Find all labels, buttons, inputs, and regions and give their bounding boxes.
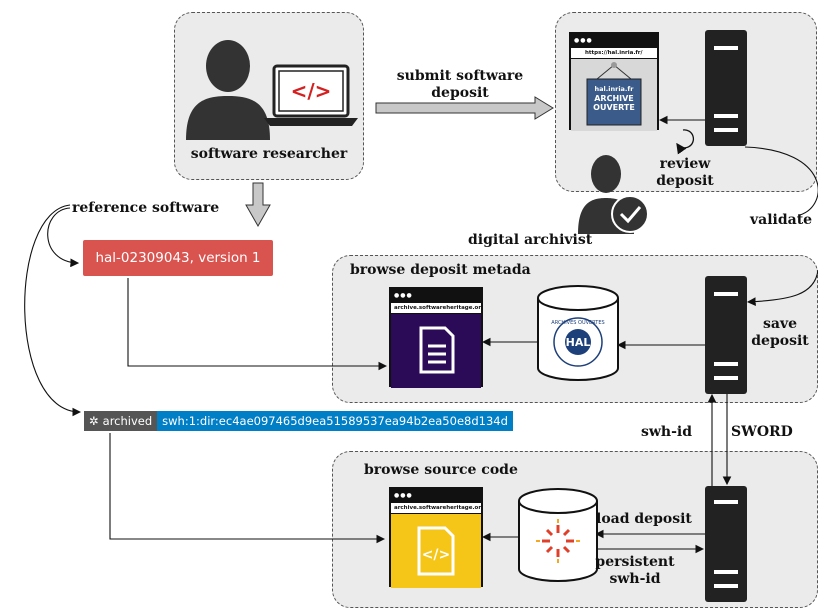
swh-id-label: swh-id <box>641 424 693 440</box>
metadata-browser-url: archive.softwareheritage.org <box>391 303 481 314</box>
reference-curve-hal <box>47 207 80 268</box>
hal-url: https://hal.inria.fr/ <box>571 48 657 59</box>
svg-text:ARCHIVE: ARCHIVE <box>594 94 634 103</box>
swh-badge-left: ✲ archived <box>84 411 158 431</box>
persistent-swh-id-label: persistent swh-id <box>595 554 675 587</box>
source-browser-window: ●●● archive.softwareheritage.org </> <box>389 487 483 588</box>
laptop-code-icon: </> <box>264 64 358 126</box>
software-researcher-label: software researcher <box>190 146 348 162</box>
load-deposit-label: load deposit <box>596 511 692 527</box>
gear-icon: ✲ <box>89 414 99 428</box>
svg-text:</>: </> <box>291 79 332 103</box>
svg-text:</>: </> <box>422 547 451 563</box>
hal-archive-sign: hal.inria.fr ARCHIVE OUVERTE <box>571 59 657 131</box>
reference-software-label: reference software <box>72 200 220 216</box>
svg-text:hal.inria.fr: hal.inria.fr <box>595 85 635 93</box>
hal-server-icon <box>705 30 747 146</box>
researcher-person-icon <box>186 40 270 140</box>
svg-text:ARCHIVES OUVERTES: ARCHIVES OUVERTES <box>551 320 604 326</box>
digital-archivist-label: digital archivist <box>468 232 593 248</box>
review-deposit-label: review deposit <box>656 156 714 189</box>
svg-text:OUVERTE: OUVERTE <box>593 103 635 112</box>
metadata-browser-window: ●●● archive.softwareheritage.org <box>389 287 483 388</box>
review-cycle-icon <box>676 129 694 155</box>
svg-text:HAL: HAL <box>566 336 591 349</box>
swh-archived-badge[interactable]: ✲ archived swh:1:dir:ec4ae097465d9ea5158… <box>84 411 513 431</box>
code-file-icon: </> <box>391 514 481 588</box>
swh-deposit-server-icon <box>705 276 747 394</box>
save-deposit-label: save deposit <box>751 316 809 349</box>
validate-to-save-curve <box>746 269 818 307</box>
swh-archive-server-icon <box>705 486 747 602</box>
validate-label: validate <box>750 212 813 228</box>
swh-database-icon <box>518 488 598 582</box>
browse-metadata-label: browse deposit metada <box>350 262 531 278</box>
validate-curve <box>744 146 818 216</box>
document-icon <box>391 314 481 388</box>
hal-database-icon: HAL ARCHIVES OUVERTES <box>537 285 619 381</box>
researcher-down-arrow <box>245 182 271 228</box>
hal-to-metadata-line <box>127 278 388 371</box>
submit-deposit-arrow <box>375 96 554 120</box>
swh-to-source-line <box>109 433 386 544</box>
sword-label: SWORD <box>731 424 793 440</box>
browse-source-label: browse source code <box>364 462 518 478</box>
hal-browser-window: ●●● https://hal.inria.fr/ hal.inria.fr A… <box>569 32 659 131</box>
swh-logo-icon <box>542 525 574 557</box>
archivist-person-icon <box>578 155 649 234</box>
swh-badge-left-label: archived <box>102 414 153 428</box>
hal-id-badge[interactable]: hal-02309043, version 1 <box>83 240 273 276</box>
reference-curve-swh <box>24 204 82 417</box>
source-browser-url: archive.softwareheritage.org <box>391 503 481 514</box>
submit-deposit-label: submit software deposit <box>396 68 524 101</box>
swh-badge-id: swh:1:dir:ec4ae097465d9ea51589537ea94b2e… <box>157 411 513 431</box>
